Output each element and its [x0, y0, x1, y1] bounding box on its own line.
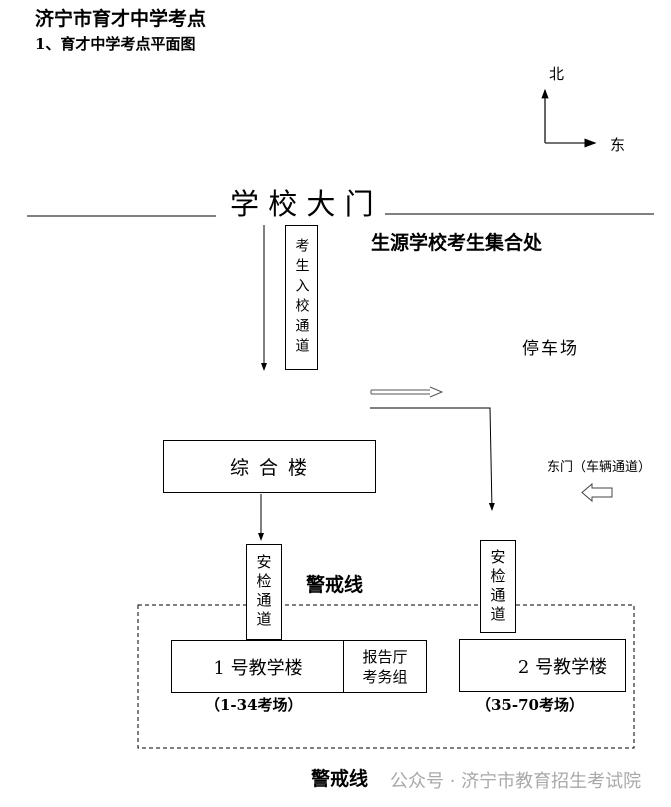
cordon-dashed-boundary: [137, 604, 635, 749]
compass-icon: [541, 88, 597, 148]
parking-label: 停车场: [522, 339, 579, 359]
compass-north-label: 北: [549, 65, 565, 83]
watermark: 公众号 · 济宁市教育招生考试院: [390, 771, 642, 792]
assembly-area-label: 生源学校考生集合处: [371, 232, 543, 254]
exam-affairs-label: 考务组: [362, 667, 408, 686]
school-gate-label: 学 校 大 门: [230, 187, 374, 221]
compass-east-label: 东: [610, 136, 626, 154]
report-hall-box: 报告厅 考务组: [343, 640, 427, 693]
building-2: 2 号教学楼: [459, 639, 626, 692]
entrance-channel-box: 考生入校通道: [285, 225, 318, 370]
cordon-label-bottom: 警戒线: [311, 768, 369, 790]
vehicle-route-arrow: [370, 407, 495, 511]
page-subtitle: 1、育才中学考点平面图: [35, 35, 196, 53]
building-1: 1 号教学楼: [171, 640, 345, 693]
building-2-rooms: （35-70考场）: [476, 696, 584, 714]
cordon-label-top: 警戒线: [306, 574, 364, 596]
security-channel-1: 安检通道: [246, 544, 282, 640]
report-hall-label: 报告厅: [362, 647, 408, 666]
security-channel-2: 安检通道: [480, 540, 516, 633]
complex-building: 综 合 楼: [163, 440, 376, 493]
building-1-rooms: （1-34考场）: [205, 696, 303, 714]
double-right-arrow-icon: [370, 386, 444, 398]
east-gate-label: 东门（车辆通道）: [547, 460, 652, 475]
hollow-left-arrow-icon: [581, 482, 613, 503]
page-title: 济宁市育才中学考点: [35, 8, 207, 30]
